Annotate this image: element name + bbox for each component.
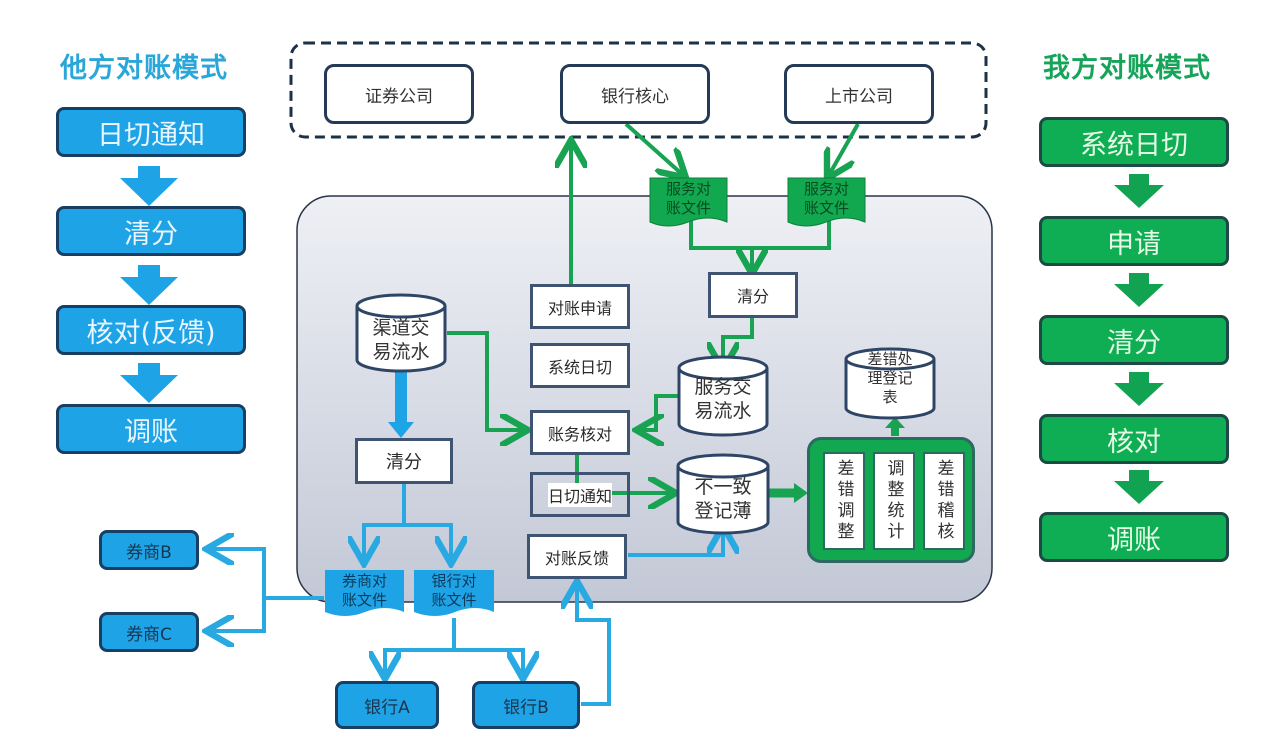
down-arrow-icon (1114, 273, 1164, 307)
clearing-left-box[interactable]: 清分 (355, 438, 453, 484)
left-step-3[interactable]: 核对(反馈) (56, 305, 246, 355)
party-bank-core[interactable]: 银行核心 (560, 64, 710, 124)
flow-bankfile-to-banks (385, 618, 456, 675)
left-step-1[interactable]: 日切通知 (56, 107, 246, 157)
down-arrow-icon (1114, 470, 1164, 504)
mismatch-register-cylinder (676, 453, 770, 535)
system-cutoff-box[interactable]: 系统日切 (530, 343, 630, 388)
error-register-label: 差错处 理登记 表 (867, 350, 913, 406)
right-mode-title: 我方对账模式 (1043, 53, 1211, 84)
flow-serviceflow-to-check (640, 394, 679, 430)
flow-bankB-to-feedback (577, 585, 611, 706)
right-step-1[interactable]: 系统日切 (1039, 117, 1229, 167)
down-arrow-icon (1114, 174, 1164, 208)
service-flow-cylinder (677, 355, 769, 437)
flow-clearing-split (364, 483, 406, 560)
down-arrow-icon (120, 265, 178, 305)
broker-b[interactable]: 券商B (99, 530, 199, 570)
left-step-4[interactable]: 调账 (56, 404, 246, 454)
party-securities-company[interactable]: 证券公司 (324, 64, 474, 124)
right-step-5[interactable]: 调账 (1039, 512, 1229, 562)
down-arrow-icon (1114, 372, 1164, 406)
right-step-3[interactable]: 清分 (1039, 315, 1229, 365)
reconciliation-feedback-box[interactable]: 对账反馈 (527, 534, 627, 579)
party-listed-company[interactable]: 上市公司 (784, 64, 934, 124)
broker-c[interactable]: 券商C (99, 612, 199, 652)
service-file-1-shape (649, 177, 728, 227)
error-register-cylinder (844, 347, 936, 420)
clearing-top-box[interactable]: 清分 (708, 272, 798, 318)
left-step-arrows (120, 166, 178, 403)
error-module-adjust-label: 差错调整 (833, 459, 854, 543)
down-arrow-icon (120, 166, 178, 206)
flow-channel-to-check (447, 331, 524, 430)
error-module-stats-label: 调整统计 (883, 459, 904, 543)
error-module-audit[interactable]: 差错稽核 (923, 452, 965, 550)
account-check-box[interactable]: 账务核对 (530, 410, 630, 455)
service-flow-label: 服务交 易流水 (694, 376, 752, 422)
channel-flow-label: 渠道交 易流水 (372, 317, 430, 363)
error-module-audit-label: 差错稽核 (933, 459, 954, 543)
left-mode-title: 他方对账模式 (60, 53, 228, 84)
broker-file-shape (325, 570, 404, 616)
right-step-4[interactable]: 核对 (1039, 414, 1229, 464)
flow-listed-to-file2 (829, 123, 860, 175)
broker-reconciliation-file: 券商对 账文件 (341, 572, 387, 609)
flow-clearing-to-serviceflow (723, 317, 754, 366)
mismatch-register-label: 不一致 登记薄 (694, 476, 752, 522)
left-step-2[interactable]: 清分 (56, 206, 246, 256)
flow-bankcore-to-file1 (624, 122, 683, 175)
error-modules-group: 差错调整 调整统计 差错稽核 (807, 437, 975, 563)
down-arrow-icon (120, 363, 178, 403)
bank-a[interactable]: 银行A (335, 681, 439, 729)
bank-reconciliation-file: 银行对 账文件 (431, 572, 477, 609)
service-file-2: 服务对 账文件 (803, 180, 849, 217)
right-step-2[interactable]: 申请 (1039, 216, 1229, 266)
cutoff-notice-label: 日切通知 (547, 482, 612, 507)
right-step-arrows (1114, 174, 1164, 504)
channel-flow-cylinder (355, 293, 447, 373)
error-module-stats[interactable]: 调整统计 (873, 452, 915, 550)
service-file-2-shape (787, 177, 866, 227)
flow-feedback-to-mismatch (628, 530, 723, 557)
apply-reconciliation-box[interactable]: 对账申请 (530, 284, 630, 329)
bank-file-shape (414, 570, 494, 616)
error-module-adjust[interactable]: 差错调整 (823, 452, 865, 550)
service-file-1: 服务对 账文件 (665, 180, 711, 217)
cutoff-notice-box[interactable]: 日切通知 (530, 472, 630, 517)
bank-b[interactable]: 银行B (472, 681, 580, 729)
